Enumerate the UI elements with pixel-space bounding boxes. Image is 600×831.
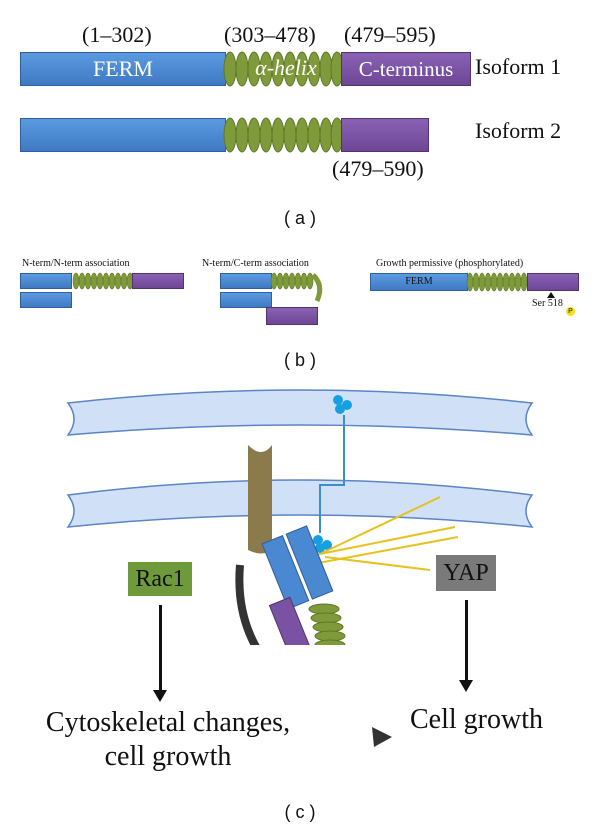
helix-label: α-helix [255,55,317,80]
cell-membrane-illustration [66,389,534,645]
state3-helix [466,272,528,292]
left-outcome-line1: Cytoskeletal changes, [45,707,291,738]
ser518-label: Ser 518 [532,298,563,309]
isoform2-label: Isoform 2 [475,118,562,143]
rac1-arrow-shaft [159,605,162,691]
right-outcome-text: Cell growth [410,704,543,735]
panel-a-caption: ( a ) [283,208,316,228]
state2-ferm-bottom [220,292,272,308]
isoform1-ferm-domain: FERM [20,52,226,86]
panel-b-caption: ( b ) [283,350,316,370]
isoform1-cterm-domain: C-terminus [341,52,471,86]
isoform2-cterm-domain [341,118,429,152]
isoform2-cterm-range-label: (479–590) [332,156,424,181]
cterm-range-label: (479–595) [344,22,436,47]
state2-title: N-term/C-term association [202,258,309,269]
yap-arrow-shaft [465,600,468,680]
yap-box: YAP [436,555,496,591]
state2-ferm-top [220,273,272,289]
ser518-marker-icon [547,292,555,298]
ferm-range-label: (1–302) [82,22,152,47]
isoform1-label: Isoform 1 [475,54,562,79]
state1-helix [72,272,134,290]
rac1-box: Rac1 [128,562,192,596]
left-outcome-line2: cell growth [104,741,232,772]
state2-cterm [266,307,318,325]
curved-arrow-head-icon [372,727,392,747]
helix-range-label: (303–478) [224,22,316,47]
panel-c-caption: ( c ) [284,802,316,822]
state3-cterm [527,273,579,291]
rac1-arrow-head-icon [153,690,167,702]
left-outcome-text: Cytoskeletal changes, cell growth [18,706,318,774]
state3-title: Growth permissive (phosphorylated) [376,258,524,269]
yap-arrow-head-icon [459,680,473,692]
isoform1-helix-domain [223,51,344,87]
isoform2-ferm-domain [20,118,226,152]
state2-helix [270,272,323,303]
state1-ferm-top [20,273,72,289]
state3-ferm: FERM [370,273,468,291]
state1-ferm-bottom [20,292,72,308]
state1-title: N-term/N-term association [22,258,130,269]
state1-cterm [132,273,184,289]
phospho-badge: P [566,307,575,316]
isoform2-helix-domain [223,117,344,153]
